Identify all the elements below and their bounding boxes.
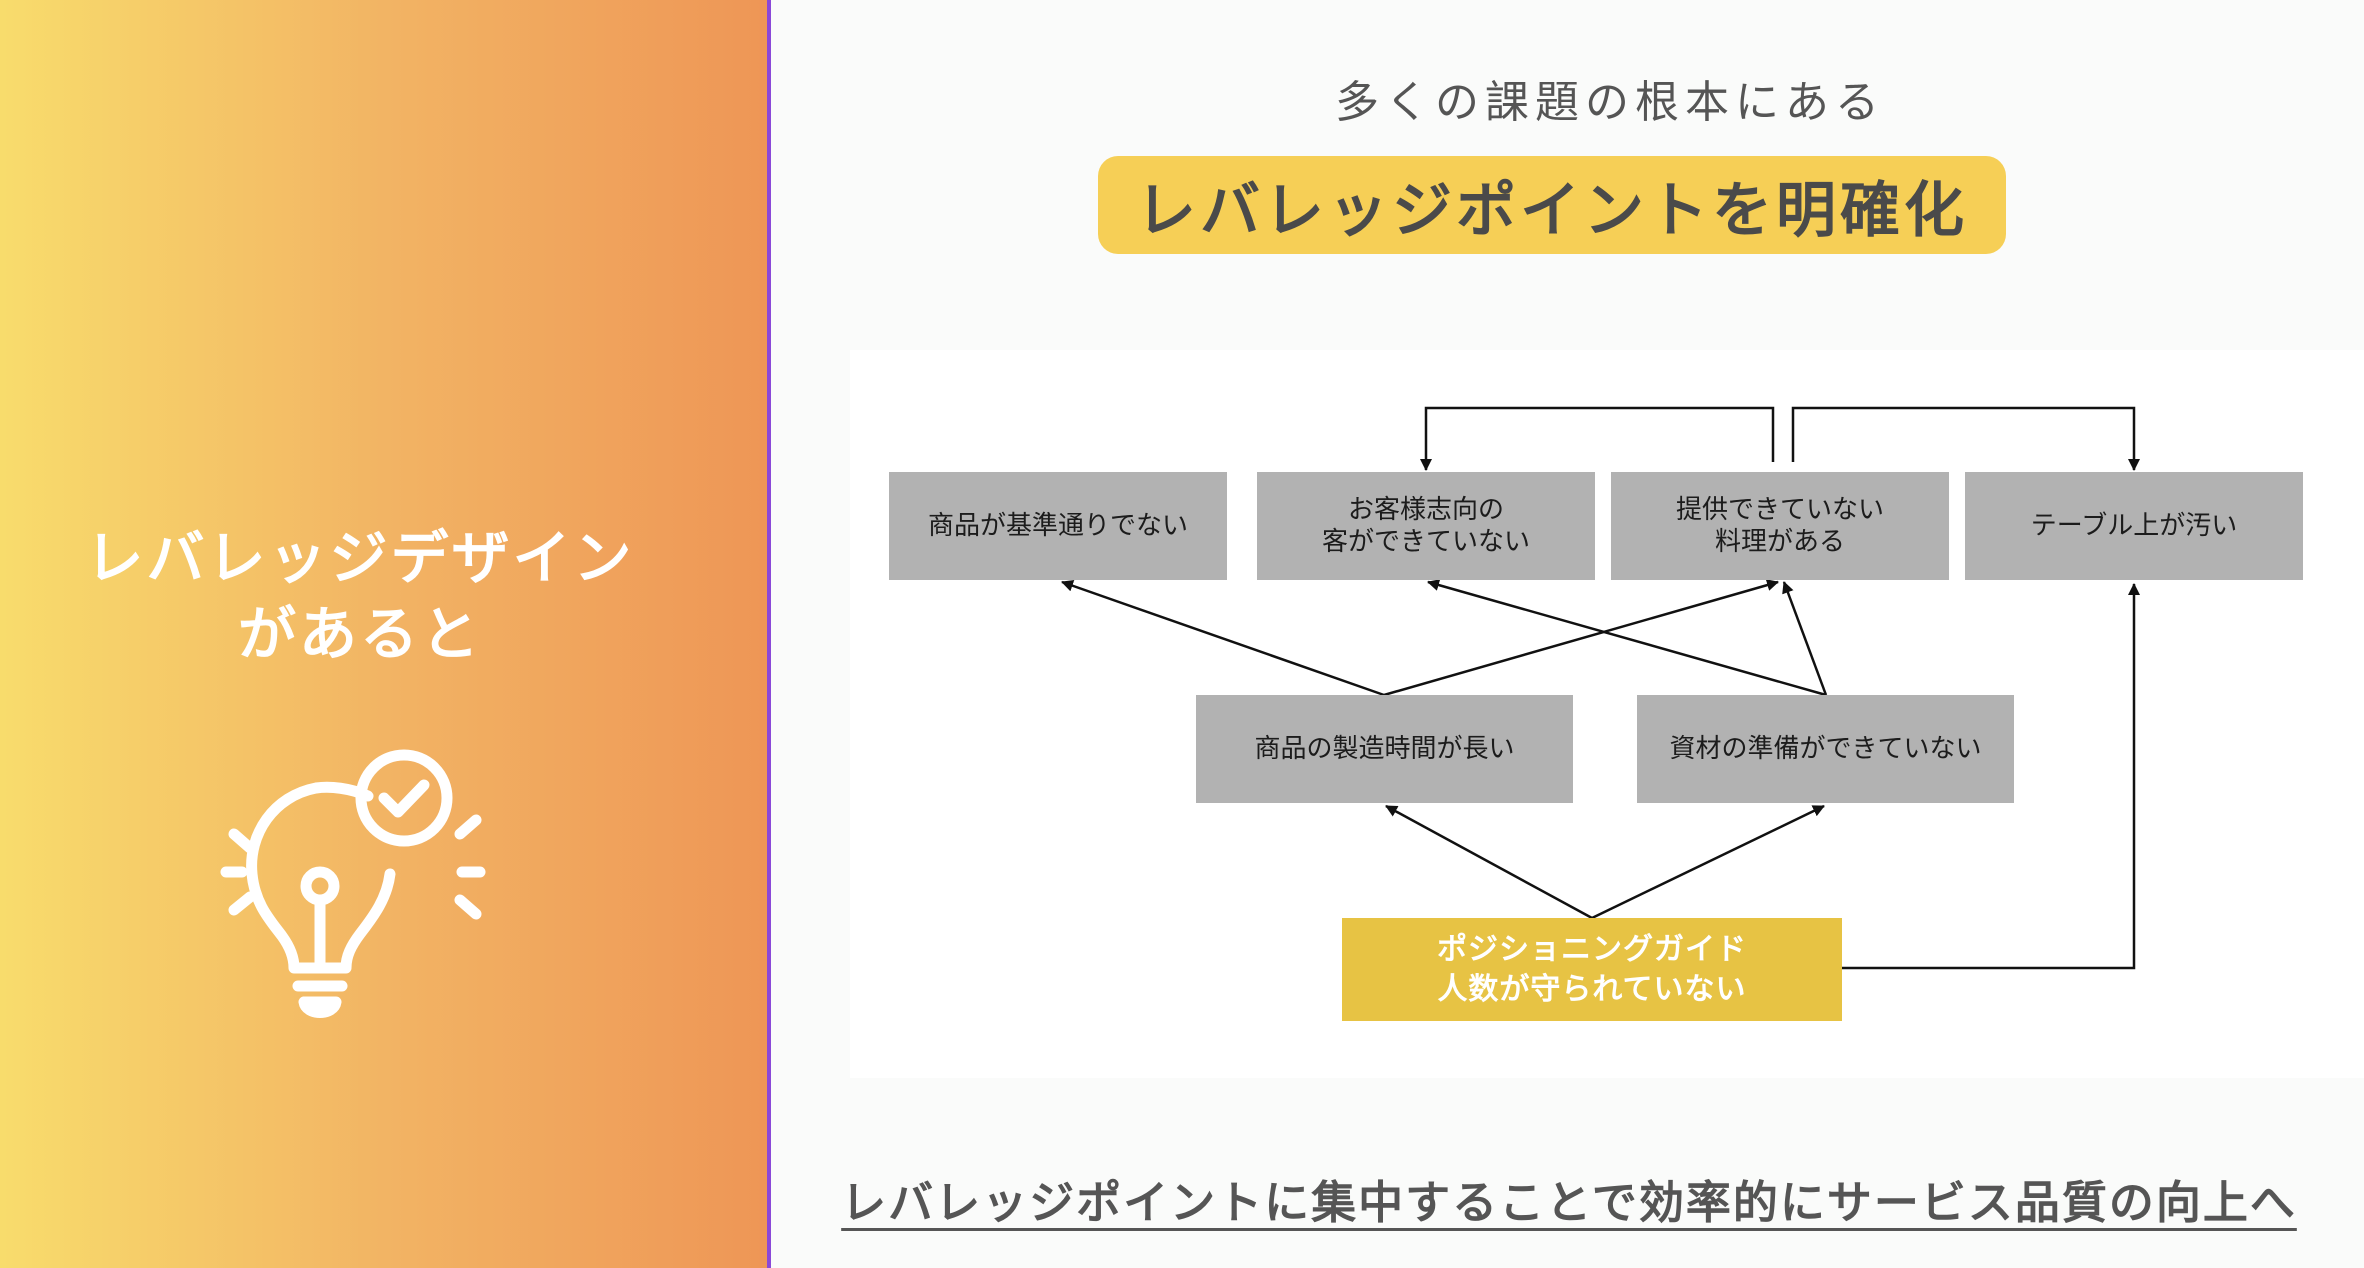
node-label: 商品の製造時間が長い (1254, 734, 1515, 764)
left-title: レバレッジデザイン があると (0, 520, 720, 672)
node-label: 資材の準備ができていない (1669, 734, 1982, 764)
edge-n3-n2 (1420, 406, 1775, 471)
edge-m2-n3 (1782, 581, 1828, 696)
node-label-line1: お客様志向の (1347, 495, 1504, 525)
lightbulb-check-icon (220, 749, 486, 1018)
title-banner: レバレッジポイントを明確化 (1098, 156, 2006, 254)
edge-m1-n3 (1383, 579, 1779, 697)
node-label: テーブル上が汚い (2030, 511, 2238, 541)
node-product-not-standard: 商品が基準通りでない (889, 472, 1227, 580)
panel-divider (767, 0, 771, 1268)
node-customer-orientation: お客様志向の 客ができていない (1257, 472, 1595, 580)
node-dirty-table: テーブル上が汚い (1965, 472, 2303, 580)
edge-root-n4 (1842, 583, 2140, 970)
edge-m2-n2 (1427, 579, 1827, 697)
left-panel (0, 0, 767, 1268)
left-title-line2: があると (237, 600, 482, 668)
edge-m1-n1 (1061, 579, 1385, 697)
edge-root-m2 (1591, 804, 1825, 920)
node-positioning-guide: ポジショニングガイド 人数が守られていない (1342, 918, 1842, 1021)
node-unserved-dishes: 提供できていない 料理がある (1611, 472, 1949, 580)
node-long-production-time: 商品の製造時間が長い (1196, 695, 1573, 803)
node-label-line2: 客ができていない (1321, 527, 1530, 557)
subtitle: 多くの課題の根本にある (1335, 77, 1885, 128)
footer-message: レバレッジポイントに集中することで効率的にサービス品質の向上へ (841, 1176, 2297, 1229)
node-materials-not-ready: 資材の準備ができていない (1637, 695, 2014, 803)
left-title-line1: レバレッジデザイン (85, 524, 635, 592)
edge-n3-n4 (1791, 406, 2140, 471)
node-label-line2: 人数が守られていない (1437, 971, 1747, 1007)
node-label-line1: 提供できていない (1675, 495, 1884, 525)
node-label: 商品が基準通りでない (927, 511, 1188, 541)
node-label-line2: 料理がある (1714, 527, 1845, 557)
edge-root-m1 (1385, 804, 1593, 920)
node-label-line1: ポジショニングガイド (1437, 931, 1747, 967)
